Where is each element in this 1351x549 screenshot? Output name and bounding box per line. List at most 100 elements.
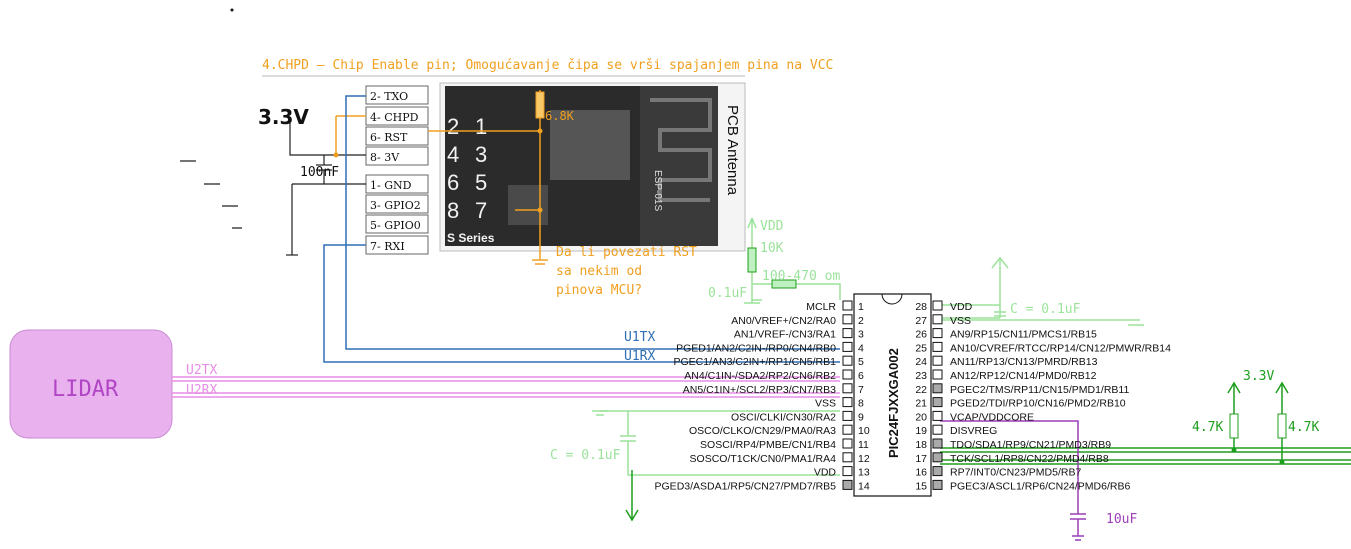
pic-pin-number: 21 — [915, 398, 927, 410]
r47-label-a: 4.7K — [1192, 420, 1223, 435]
esp-grid-5: 5 — [475, 170, 487, 195]
esp-pin-gpio2: 3- GPIO2 — [370, 199, 421, 212]
c10u-label: 10uF — [1106, 512, 1137, 527]
question-line-3: pinova MCU? — [556, 283, 642, 298]
pic-pin-label-right: VSS — [950, 315, 971, 327]
pic-pin-pad — [932, 479, 943, 490]
pic-pin-number: 17 — [915, 453, 927, 465]
esp-pin-list: 2- TXO 4- CHPD 6- RST 8- 3V 1- GND 3- GP… — [365, 85, 429, 255]
pic-pin-pad — [932, 328, 943, 339]
esp-grid-4: 4 — [447, 142, 459, 167]
uart1-wiring — [323, 95, 840, 363]
pic-pin-label-right: PGEC3/ASCL1/RP6/CN24/PMD6/RB6 — [950, 480, 1130, 492]
pic-pin-number: 4 — [858, 342, 864, 354]
resistor-4k7-a — [1229, 413, 1239, 439]
pic-pin-number: 2 — [858, 315, 864, 327]
v33-label-b: 3.3V — [1243, 369, 1274, 384]
esp-pin-rxi: 7- RXI — [370, 240, 405, 253]
chip-notch — [881, 293, 903, 305]
pic-pin-number: 3 — [858, 329, 864, 341]
pic-pin-number: 18 — [915, 439, 927, 451]
pic-pin-pad — [842, 438, 853, 449]
pic-pin-pad — [932, 452, 943, 463]
resistor-4k7-b — [1277, 413, 1287, 439]
c01-label-c: C = 0.1uF — [550, 448, 621, 463]
esp-series-label: S Series — [447, 231, 495, 245]
pic-pin-label-right: AN11/RP13/CN13/PMRD/RB13 — [950, 356, 1098, 368]
esp-grid-7: 7 — [475, 198, 487, 223]
pic-pin-label-left: PGEC1/AN3/C2IN+/RP1/CN5/RB1 — [673, 356, 836, 368]
lidar-label: LIDAR — [52, 377, 119, 402]
pic-pin-pad — [842, 314, 853, 325]
pic-pin-pad — [842, 383, 853, 394]
pic-pin-number: 28 — [915, 301, 927, 313]
pic-pin-pad — [932, 424, 943, 435]
pic-pin-label-right: PGEC2/TMS/RP11/CN15/PMD1/RB11 — [950, 384, 1129, 396]
pic-pin-label-left: AN5/C1IN+/SCL2/RP3/CN7/RB3 — [683, 384, 836, 396]
esp-pin-gnd: 1- GND — [370, 179, 412, 192]
pic-pin-pad — [932, 355, 943, 366]
pic-pin-number: 7 — [858, 384, 864, 396]
cap-100nf-label: 100nF — [300, 165, 339, 180]
stray-dot — [230, 8, 234, 12]
pic-pin-pad — [842, 300, 853, 311]
junction-dot — [537, 207, 543, 213]
pic-pin-label-left: SOSCI/RP4/PMBE/CN1/RB4 — [700, 439, 836, 451]
pic-pin-label-left: PGED1/AN2/C2IN-/RP0/CN4/RB0 — [676, 342, 836, 354]
pic-pin-number: 23 — [915, 370, 927, 382]
pic-pin-label-right: TCK/SCL1/RP8/CN22/PMD4/RB8 — [950, 453, 1109, 465]
resistor-6k8 — [535, 91, 545, 119]
pic-pin-pad — [932, 410, 943, 421]
pic-pin-label-left: VDD — [814, 467, 837, 479]
vcap-wiring — [940, 420, 1086, 541]
pic-pin-number: 20 — [915, 411, 927, 423]
mclr-wiring — [592, 217, 1144, 476]
esp-pin-3v: 8- 3V — [370, 151, 400, 164]
esp-pin-chpd: 4- CHPD — [370, 111, 419, 124]
esp-pin-gpio0: 5- GPIO0 — [370, 219, 421, 232]
vdd-label: VDD — [760, 219, 784, 234]
pic-pin-pad — [842, 355, 853, 366]
pic-pin-number: 10 — [858, 425, 870, 437]
pic-pin-number: 16 — [915, 467, 927, 479]
ground-arrow — [625, 470, 639, 522]
pic-pin-number: 11 — [858, 439, 869, 451]
pic-pin-label-right: VDD — [950, 301, 973, 313]
u1rx-label: U1RX — [624, 349, 655, 364]
pic-pin-number: 25 — [915, 342, 927, 354]
pic-pin-label-right: VCAP/VDDCORE — [950, 411, 1034, 423]
pic-pin-number: 14 — [858, 480, 870, 492]
pic-pin-pad — [932, 369, 943, 380]
r47-label-b: 4.7K — [1288, 420, 1319, 435]
esp01-module: 2 1 4 3 6 5 8 7 S Series ESP-01S PCB Ant… — [439, 82, 746, 252]
esp-grid-1: 1 — [475, 114, 487, 139]
pic-pin-number: 13 — [858, 467, 870, 479]
r68k-label: 6.8K — [545, 109, 575, 123]
pic-pin-number: 9 — [858, 411, 864, 423]
pic-pin-pad — [932, 314, 943, 325]
esp-pin-rst: 6- RST — [370, 131, 408, 144]
pic-pin-label-right: AN10/CVREF/RTCC/RP14/CN12/PMWR/RB14 — [950, 342, 1171, 354]
pic-pin-label-left: VSS — [815, 398, 836, 410]
junction-dot — [1279, 459, 1285, 465]
pic-pin-number: 19 — [915, 425, 927, 437]
resistor-10k — [747, 247, 757, 273]
pic-pin-pad — [932, 466, 943, 477]
esp-grid-2: 2 — [447, 114, 459, 139]
pic-pin-label-left: AN1/VREF-/CN3/RA1 — [734, 329, 836, 341]
pic-pin-label-left: OSCO/CLKO/CN29/PMA0/RA3 — [689, 425, 836, 437]
resistor-100-470 — [771, 279, 797, 289]
esp-pin-txo: 2- TXO — [370, 90, 408, 103]
question-line-1: Da li povezati RST — [556, 245, 697, 260]
esp-grid-6: 6 — [447, 170, 459, 195]
pic-pin-pad — [842, 466, 853, 477]
pic-pin-number: 8 — [858, 398, 864, 410]
pic-pin-label-left: AN0/VREF+/CN2/RA0 — [731, 315, 836, 327]
pic-pin-pad — [932, 383, 943, 394]
pic-pin-number: 15 — [915, 480, 927, 492]
u2tx-label: U2TX — [186, 363, 217, 378]
pic-pin-pad — [932, 341, 943, 352]
pic-pin-label-left: PGED3/ASDA1/RP5/CN27/PMD7/RB5 — [655, 480, 837, 492]
